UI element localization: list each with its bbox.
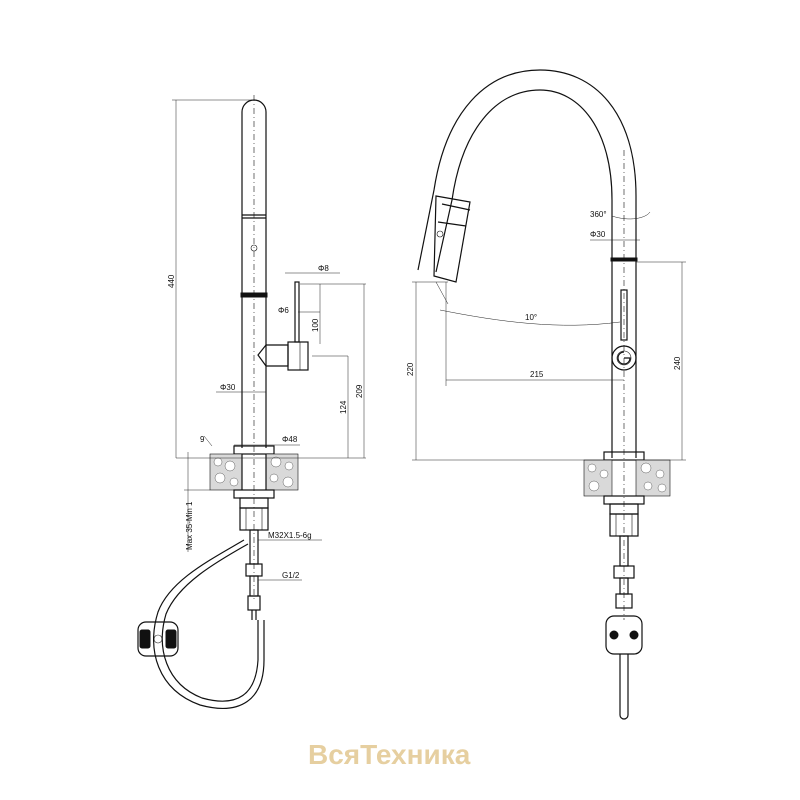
dim-outlet-height: 240 [673,356,682,370]
dim-hose-connector: G1/2 [282,571,300,580]
sensor-icon [250,244,258,252]
gooseneck-outer [435,89,613,458]
watermark-text: ВсяТехника [308,739,471,770]
dim-spout-tilt: 10° [525,313,537,322]
countertop-right [265,453,299,491]
dim-base-diameter: Φ48 [282,435,298,444]
dim-handle-diameter: Φ6 [278,306,289,315]
front-hose-weight [605,615,643,655]
lever-body [257,344,289,367]
dim-base-offset: 9 [200,435,205,444]
dim-pipe-diameter: Φ30 [220,383,236,392]
dim-lower-height: 124 [339,400,348,414]
spray-button-icon [436,230,444,238]
dim-mount-thickness: Max 35-Min 1 [185,501,194,550]
dim-thread: M32X1.5-6g [268,531,312,540]
front-lever [611,345,637,371]
dim-handle-rod-diameter: Φ8 [318,264,329,273]
front-handle-rod [620,289,628,341]
dim-lever-height: 209 [355,384,364,398]
rotation-arrow [611,211,651,220]
spray-head [433,195,471,283]
dim-spout-height: 220 [406,362,415,376]
spout-band [610,257,638,262]
hose-weight [137,621,179,657]
base-collar [233,445,275,455]
front-countertop-left [583,459,613,497]
tilt-arc [439,309,621,326]
lever-cap [287,341,309,371]
dim-height-total: 440 [167,274,176,288]
dim-spout-reach: 215 [530,370,544,379]
pipe-band [240,292,268,298]
side-view: 440 Φ8 Φ6 100 124 209 Φ30 Φ48 9 Max 35-M… [137,95,366,709]
dim-spout-rotation: 360° [590,210,607,219]
dim-spout-pipe-diameter: Φ30 [590,230,606,239]
front-view: 360° Φ30 10° 215 220 240 [406,69,686,720]
dim-handle-height: 100 [311,318,320,332]
pull-out-hose [152,539,265,709]
